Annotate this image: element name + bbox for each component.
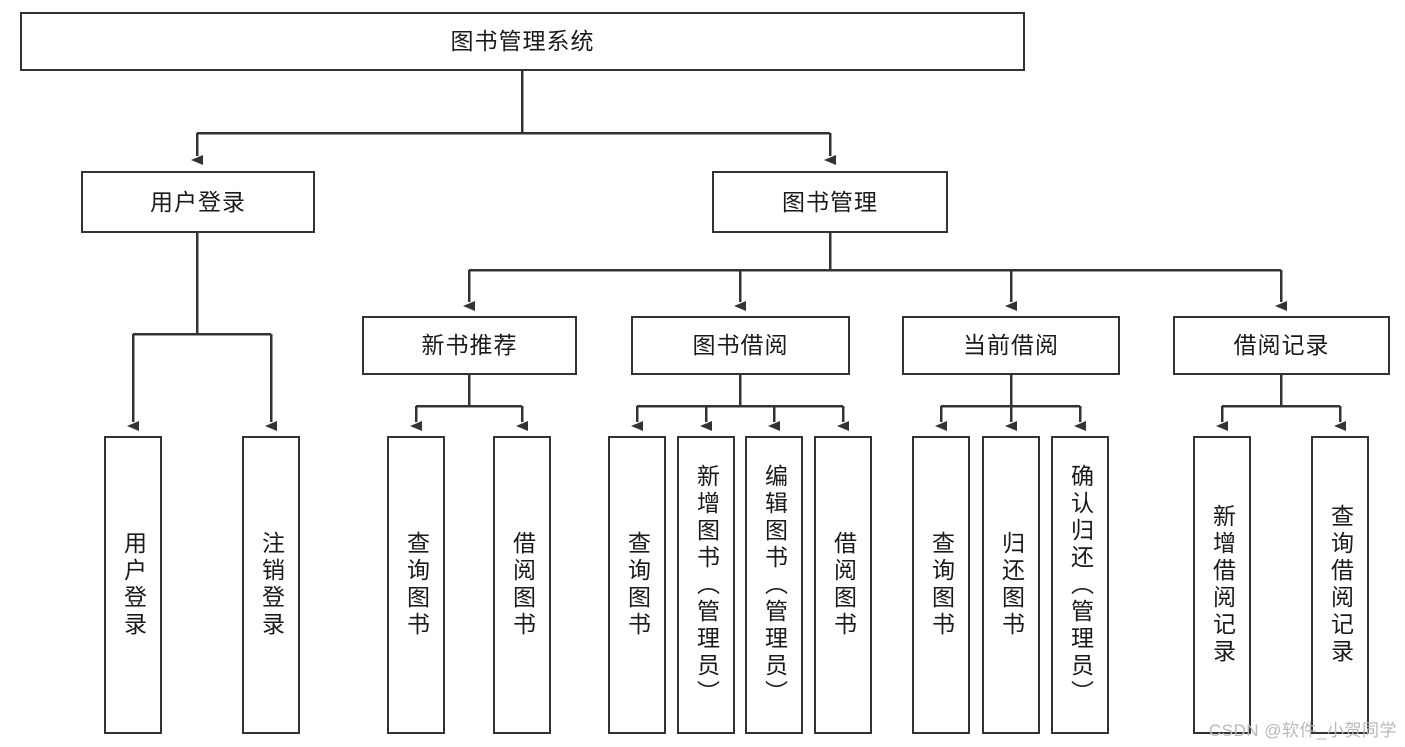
leaf-borrow-query-book-label: 查询图书 [624,531,651,639]
leaf-newbook-query-book[interactable]: 查询图书 [387,436,445,734]
node-book-borrow-label: 图书借阅 [692,332,789,358]
leaf-borrow-add-book[interactable]: 新增图书（管理员） [677,436,735,734]
leaf-current-confirm-return-label: 确认归还（管理员） [1067,463,1094,707]
leaf-current-query-book[interactable]: 查询图书 [912,436,970,734]
leaf-borrow-add-book-label: 新增图书（管理员） [693,463,720,707]
leaf-user-login-login[interactable]: 用户登录 [104,436,162,734]
node-book-borrow[interactable]: 图书借阅 [631,316,850,375]
node-borrow-records[interactable]: 借阅记录 [1173,316,1390,375]
node-book-manage-label: 图书管理 [782,188,878,215]
leaf-current-return-book-label: 归还图书 [998,531,1025,639]
leaf-newbook-borrow-book-label: 借阅图书 [509,531,536,639]
node-current-borrow[interactable]: 当前借阅 [902,316,1120,375]
leaf-newbook-query-book-label: 查询图书 [403,531,430,639]
node-root-system[interactable]: 图书管理系统 [20,12,1025,71]
node-book-manage[interactable]: 图书管理 [712,171,948,233]
node-current-borrow-label: 当前借阅 [963,332,1059,358]
watermark-text: CSDN @软件_小贺同学 [1208,721,1397,740]
leaf-borrow-edit-book-label: 编辑图书（管理员） [761,463,788,707]
leaf-newbook-borrow-book[interactable]: 借阅图书 [493,436,551,734]
leaf-user-login-login-label: 用户登录 [120,531,147,639]
node-user-login[interactable]: 用户登录 [81,171,315,233]
node-root-system-label: 图书管理系统 [450,28,595,54]
leaf-user-login-logout-label: 注销登录 [258,531,285,639]
leaf-borrow-borrow-book-label: 借阅图书 [830,531,857,639]
leaf-records-add-record-label: 新增借阅记录 [1209,504,1236,666]
node-new-book-recommend-label: 新书推荐 [421,332,518,358]
leaf-borrow-borrow-book[interactable]: 借阅图书 [814,436,872,734]
leaf-records-query-record[interactable]: 查询借阅记录 [1311,436,1369,734]
leaf-borrow-edit-book[interactable]: 编辑图书（管理员） [745,436,803,734]
leaf-current-confirm-return[interactable]: 确认归还（管理员） [1051,436,1109,734]
leaf-borrow-query-book[interactable]: 查询图书 [608,436,666,734]
leaf-current-return-book[interactable]: 归还图书 [982,436,1040,734]
leaf-current-query-book-label: 查询图书 [928,531,955,639]
leaf-records-add-record[interactable]: 新增借阅记录 [1193,436,1251,734]
node-new-book-recommend[interactable]: 新书推荐 [362,316,577,375]
node-user-login-label: 用户登录 [150,188,246,215]
leaf-user-login-logout[interactable]: 注销登录 [242,436,300,734]
node-borrow-records-label: 借阅记录 [1233,332,1330,358]
leaf-records-query-record-label: 查询借阅记录 [1327,504,1354,666]
